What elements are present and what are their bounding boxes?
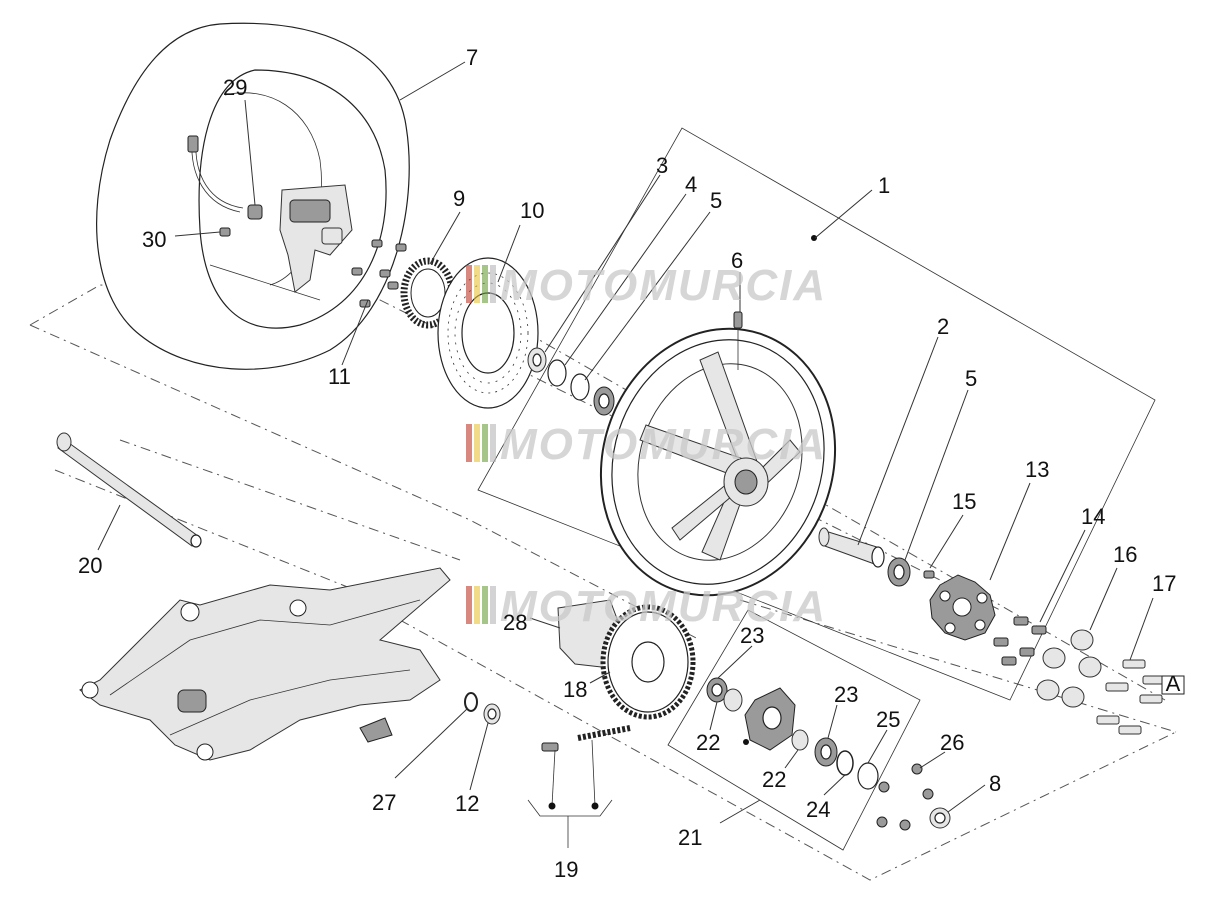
rear-wheel <box>599 235 837 597</box>
callout-5-left: 5 <box>710 188 722 213</box>
watermark-text: MOTOMURCIA <box>500 261 827 310</box>
callout-2: 2 <box>937 314 949 339</box>
callout-13: 13 <box>1025 457 1049 482</box>
callout-10: 10 <box>520 198 544 223</box>
callout-7: 7 <box>466 45 478 70</box>
callout-18: 18 <box>563 677 587 702</box>
watermark-middle: MOTOMURCIA <box>466 420 827 469</box>
rear-tyre <box>96 22 410 370</box>
drive-chain <box>527 725 631 848</box>
brake-disc <box>437 257 539 409</box>
callout-1: 1 <box>878 173 890 198</box>
group-1-frame <box>477 127 1156 701</box>
callout-20: 20 <box>78 553 102 578</box>
pin <box>923 570 935 579</box>
callout-5-right: 5 <box>965 366 977 391</box>
callout-29: 29 <box>223 75 247 100</box>
callout-21: 21 <box>678 825 702 850</box>
watermark-text: MOTOMURCIA <box>500 420 827 469</box>
swingarm-pivot-shaft <box>56 432 202 548</box>
callout-16: 16 <box>1113 542 1137 567</box>
swingarm <box>79 567 451 761</box>
callout-6: 6 <box>731 248 743 273</box>
group-21-frame <box>667 609 921 851</box>
hub-bearing-right <box>887 557 911 587</box>
leader-lines <box>97 61 1154 824</box>
sprocket-nuts <box>876 763 951 831</box>
callout-30: 30 <box>142 227 166 252</box>
brake-caliper <box>279 184 353 293</box>
hub-bearings-left <box>527 347 615 416</box>
callout-labels: 1 2 3 4 5 5 6 7 8 9 10 11 12 13 14 15 16… <box>78 45 1176 882</box>
callout-11: 11 <box>328 364 351 389</box>
callout-12: 12 <box>455 791 479 816</box>
callout-23-bottom: 23 <box>834 682 858 707</box>
ref-box-a-label: A <box>1166 671 1181 696</box>
watermark-bottom: MOTOMURCIA <box>466 582 827 631</box>
callout-8: 8 <box>989 771 1001 796</box>
sprocket-studs <box>1096 659 1166 735</box>
watermark-top: MOTOMURCIA <box>466 261 827 310</box>
callout-27: 27 <box>372 790 396 815</box>
callout-25: 25 <box>876 707 900 732</box>
ref-box-a <box>1161 675 1185 695</box>
cush-rubbers <box>1036 629 1102 708</box>
callout-4: 4 <box>685 172 697 197</box>
wheel-spacer-axle <box>818 527 885 568</box>
callout-19: 19 <box>554 857 578 882</box>
rear-sprocket <box>600 604 696 720</box>
callout-26: 26 <box>940 730 964 755</box>
callout-15: 15 <box>952 489 976 514</box>
caliper-bolts <box>351 239 407 308</box>
swingarm-bearing <box>464 692 501 725</box>
callout-17: 17 <box>1152 571 1176 596</box>
callout-22-right: 22 <box>762 767 786 792</box>
callout-28: 28 <box>503 610 527 635</box>
watermark-text: MOTOMURCIA <box>500 582 827 631</box>
callout-9: 9 <box>453 186 465 211</box>
carrier-bolts <box>993 616 1047 666</box>
cush-drive-carrier <box>929 574 996 641</box>
callout-23-top: 23 <box>740 623 764 648</box>
callout-24: 24 <box>806 797 830 822</box>
callout-22-left: 22 <box>696 730 720 755</box>
sprocket-hub-parts <box>706 677 879 790</box>
callout-14: 14 <box>1081 504 1105 529</box>
callout-3: 3 <box>656 153 668 178</box>
